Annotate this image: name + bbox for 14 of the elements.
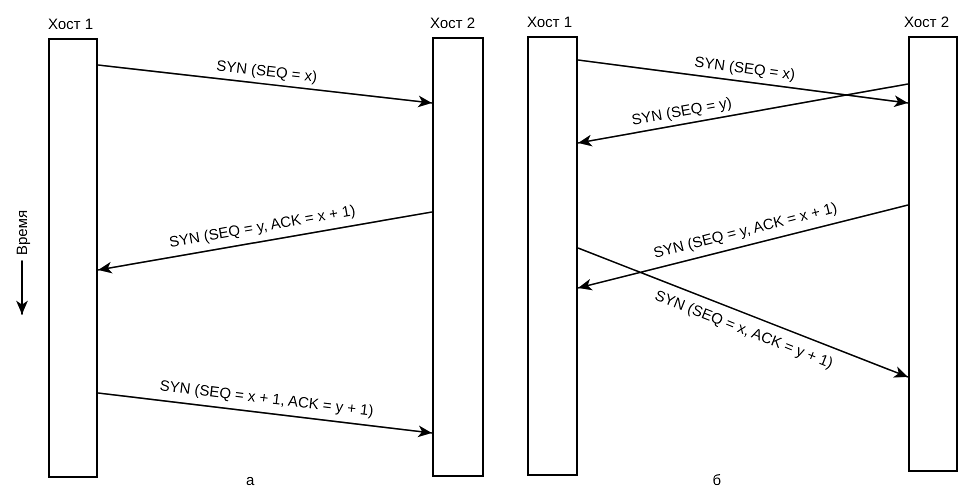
message-arrow	[578, 204, 908, 290]
host-label: Хост 1	[527, 14, 572, 32]
message-arrow	[98, 211, 432, 274]
host-label: Хост 2	[904, 14, 950, 32]
host-label: Хост 2	[430, 15, 476, 33]
time-axis-label: Время	[14, 209, 31, 255]
message-arrow	[578, 59, 908, 108]
host-label: Хост 1	[48, 16, 94, 34]
message-arrow	[98, 392, 432, 438]
message-arrow	[98, 64, 432, 108]
message-arrow	[578, 83, 908, 146]
panel-label: б	[712, 472, 722, 488]
panel-label: а	[246, 472, 254, 488]
message-arrow	[578, 247, 908, 378]
